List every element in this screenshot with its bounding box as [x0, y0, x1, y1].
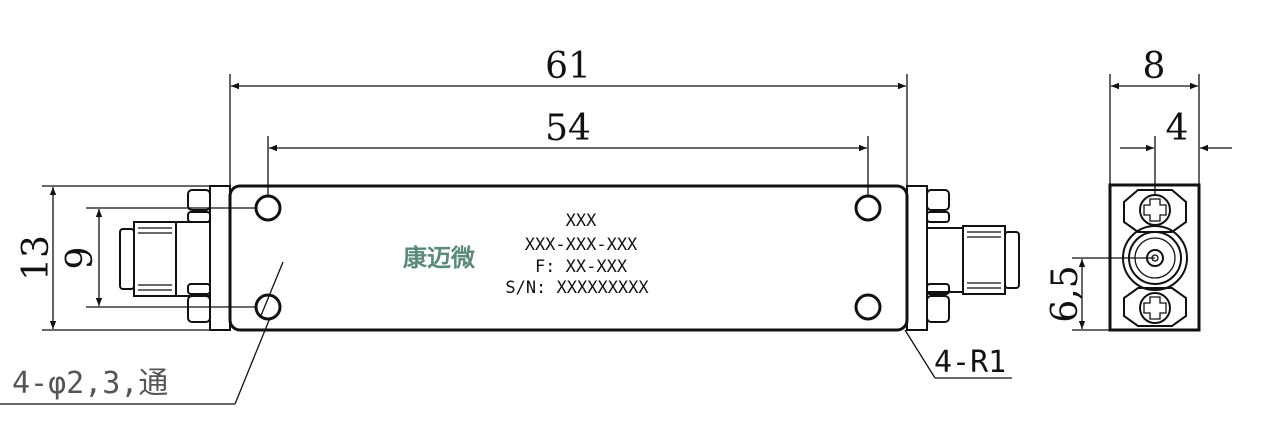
dimension-54-text: 54: [545, 108, 591, 149]
label-line-3: F: XX-XXX: [535, 257, 628, 277]
dimension-8-text: 8: [1143, 46, 1166, 87]
left-sma-connector: [119, 185, 231, 331]
dimension-4-text: 4: [1166, 108, 1189, 149]
dimension-height-total: 13: [16, 185, 230, 331]
dimension-height-inner: 9: [60, 207, 256, 308]
dimension-side-width: 8: [1109, 46, 1200, 185]
label-line-4: S/N: XXXXXXXXX: [505, 278, 649, 298]
mounting-hole-top-right: [854, 194, 882, 222]
right-sma-connector: [906, 185, 1020, 331]
callout-radius-text: 4-R1: [934, 345, 1006, 380]
front-view: 康迈微 XXX XXX-XXX-XXX F: XX-XXX S/N: XXXXX…: [119, 184, 1020, 332]
dimension-side-half-width: 4: [1120, 108, 1232, 195]
label-line-2: XXX-XXX-XXX: [525, 235, 638, 255]
brand-logo: 康迈微: [403, 244, 475, 272]
dimension-side-connector-height: 6,5: [1045, 257, 1155, 331]
dimension-6-5-text: 6,5: [1045, 265, 1086, 322]
callout-holes: 4-φ2,3,通: [0, 261, 284, 405]
dimension-61-text: 61: [545, 46, 591, 87]
mounting-hole-top-left: [254, 194, 282, 222]
dimension-hole-spacing: 54: [267, 108, 869, 196]
dimension-overall-length: 61: [229, 46, 908, 186]
dimension-13-text: 13: [16, 235, 57, 281]
callout-corner-radius: 4-R1: [904, 329, 1012, 380]
dimension-9-text: 9: [60, 247, 101, 270]
bottom-screw: [1123, 287, 1187, 327]
label-line-1: XXX: [566, 211, 597, 231]
mounting-hole-bottom-right: [854, 293, 882, 321]
callout-holes-text: 4-φ2,3,通: [12, 366, 168, 401]
